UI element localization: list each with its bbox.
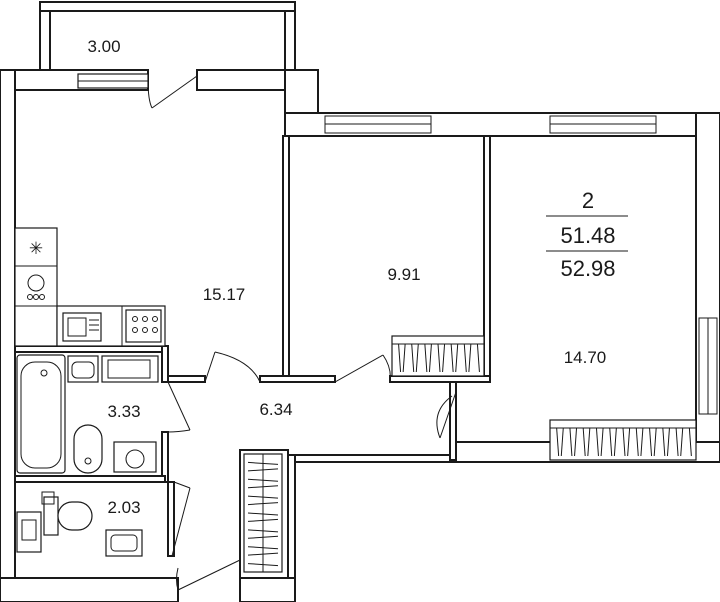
room-area-hall: 6.34 xyxy=(259,400,292,419)
door-bedroom-2 xyxy=(436,391,457,439)
door-wc xyxy=(171,481,191,557)
door-kitchen xyxy=(204,351,261,383)
radiator-bedroom-2 xyxy=(549,419,697,461)
total-area: 52.98 xyxy=(560,256,615,281)
room-area-wc: 2.03 xyxy=(107,498,140,517)
room-area-bathroom: 3.33 xyxy=(107,402,140,421)
svg-text:✳: ✳ xyxy=(29,239,43,258)
sink-icon xyxy=(62,312,102,342)
washbasin-icon xyxy=(67,355,99,383)
room-area-bedroom-2: 14.70 xyxy=(564,348,607,367)
wc-washbasin-icon xyxy=(105,529,143,557)
door-entrance xyxy=(176,559,241,591)
stove-icon xyxy=(27,274,45,300)
room-area-bedroom-1: 9.91 xyxy=(387,265,420,284)
door-bathroom xyxy=(167,381,191,433)
wc-toilet-icon xyxy=(43,496,93,536)
toilet-icon xyxy=(73,424,103,474)
washing-machine-icon xyxy=(101,355,159,383)
rooms-count: 2 xyxy=(582,188,594,213)
radiator-bedroom-1 xyxy=(391,335,485,377)
window-bedroom-2 xyxy=(549,115,657,134)
living-area: 51.48 xyxy=(560,223,615,248)
room-area-kitchen-living: 15.17 xyxy=(203,285,246,304)
stair-ladder xyxy=(243,453,283,573)
fridge-icon: ✳ xyxy=(29,239,43,258)
room-area-balcony: 3.00 xyxy=(87,37,120,56)
balcony xyxy=(39,1,296,71)
wc-cabinet xyxy=(41,491,55,505)
balcony-door xyxy=(147,75,198,109)
window-bedroom-2-side xyxy=(698,317,718,415)
washer-icon xyxy=(113,441,157,473)
apartment-summary: 2 51.48 52.98 xyxy=(546,188,628,281)
window-bedroom-1 xyxy=(324,115,432,134)
boiler-icon xyxy=(16,511,42,553)
cooktop-icon xyxy=(125,309,162,343)
door-bedroom-1 xyxy=(334,354,391,383)
bathtub-icon xyxy=(16,354,66,474)
window-kitchen xyxy=(77,73,149,89)
